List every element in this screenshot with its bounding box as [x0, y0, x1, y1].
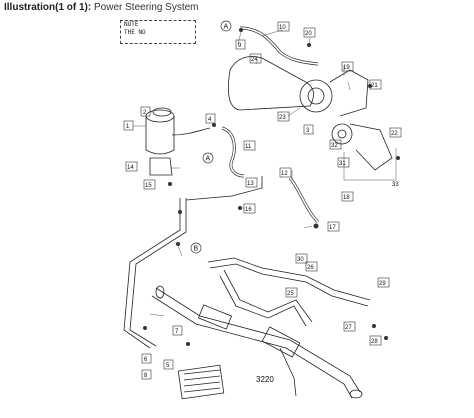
return-hose: [221, 126, 245, 178]
callout-4: 4: [208, 117, 212, 123]
callout-23: 23: [279, 115, 286, 121]
callout-11: 11: [245, 144, 252, 150]
pump-bracket: [331, 123, 393, 171]
steering-gear: [151, 285, 363, 399]
power-steering-pump: [299, 69, 369, 117]
callout-5: 5: [166, 363, 170, 369]
callout-24: 24: [251, 57, 258, 63]
reference-markers: A A B: [190, 20, 232, 254]
callout-3: 3: [306, 128, 310, 134]
callout-labels: 1 2 3 4 5 6 7 8 9 10 11 12 13 14 15 16 1…: [123, 21, 402, 380]
callout-6: 6: [144, 357, 148, 363]
reservoir-cap: [152, 107, 172, 117]
callout-33: 33: [392, 182, 399, 188]
callout-15: 15: [145, 183, 152, 189]
callout-26: 26: [307, 265, 314, 271]
callout-9: 9: [238, 43, 242, 49]
callout-20: 20: [305, 31, 312, 37]
callout-13: 13: [247, 181, 254, 187]
callout-14: 14: [127, 165, 134, 171]
callout-16: 16: [245, 207, 252, 213]
callout-32: 32: [331, 143, 338, 149]
reservoir: [145, 109, 211, 176]
callout-19: 19: [343, 65, 350, 71]
callout-2: 2: [143, 110, 147, 116]
callout-8: 8: [144, 373, 148, 379]
callout-21: 21: [371, 83, 378, 89]
illustration-title: Illustration(1 of 1): Power Steering Sys…: [4, 2, 199, 13]
callout-12: 12: [281, 171, 288, 177]
figure-code: 3220: [256, 375, 274, 384]
callout-22: 22: [391, 131, 398, 137]
callout-30: 30: [297, 257, 304, 263]
callout-31: 31: [339, 161, 346, 167]
callout-29: 29: [379, 281, 386, 287]
callout-17: 17: [329, 225, 336, 231]
fittings: [143, 28, 400, 346]
callout-10: 10: [279, 25, 286, 31]
callout-28: 28: [371, 339, 378, 345]
marker-a-mid: A: [206, 156, 211, 163]
marker-a-top: A: [224, 24, 229, 31]
oil-cooler: [177, 364, 225, 400]
note-box: NOTE THE NO: [120, 20, 196, 44]
drive-belt: [227, 56, 314, 111]
callout-27: 27: [345, 325, 352, 331]
callout-1: 1: [126, 124, 130, 130]
callout-18: 18: [343, 195, 350, 201]
pressure-tube: [185, 176, 263, 201]
marker-b: B: [194, 246, 199, 253]
callout-7: 7: [175, 329, 179, 335]
callout-25: 25: [287, 291, 294, 297]
return-tube: [123, 198, 181, 349]
